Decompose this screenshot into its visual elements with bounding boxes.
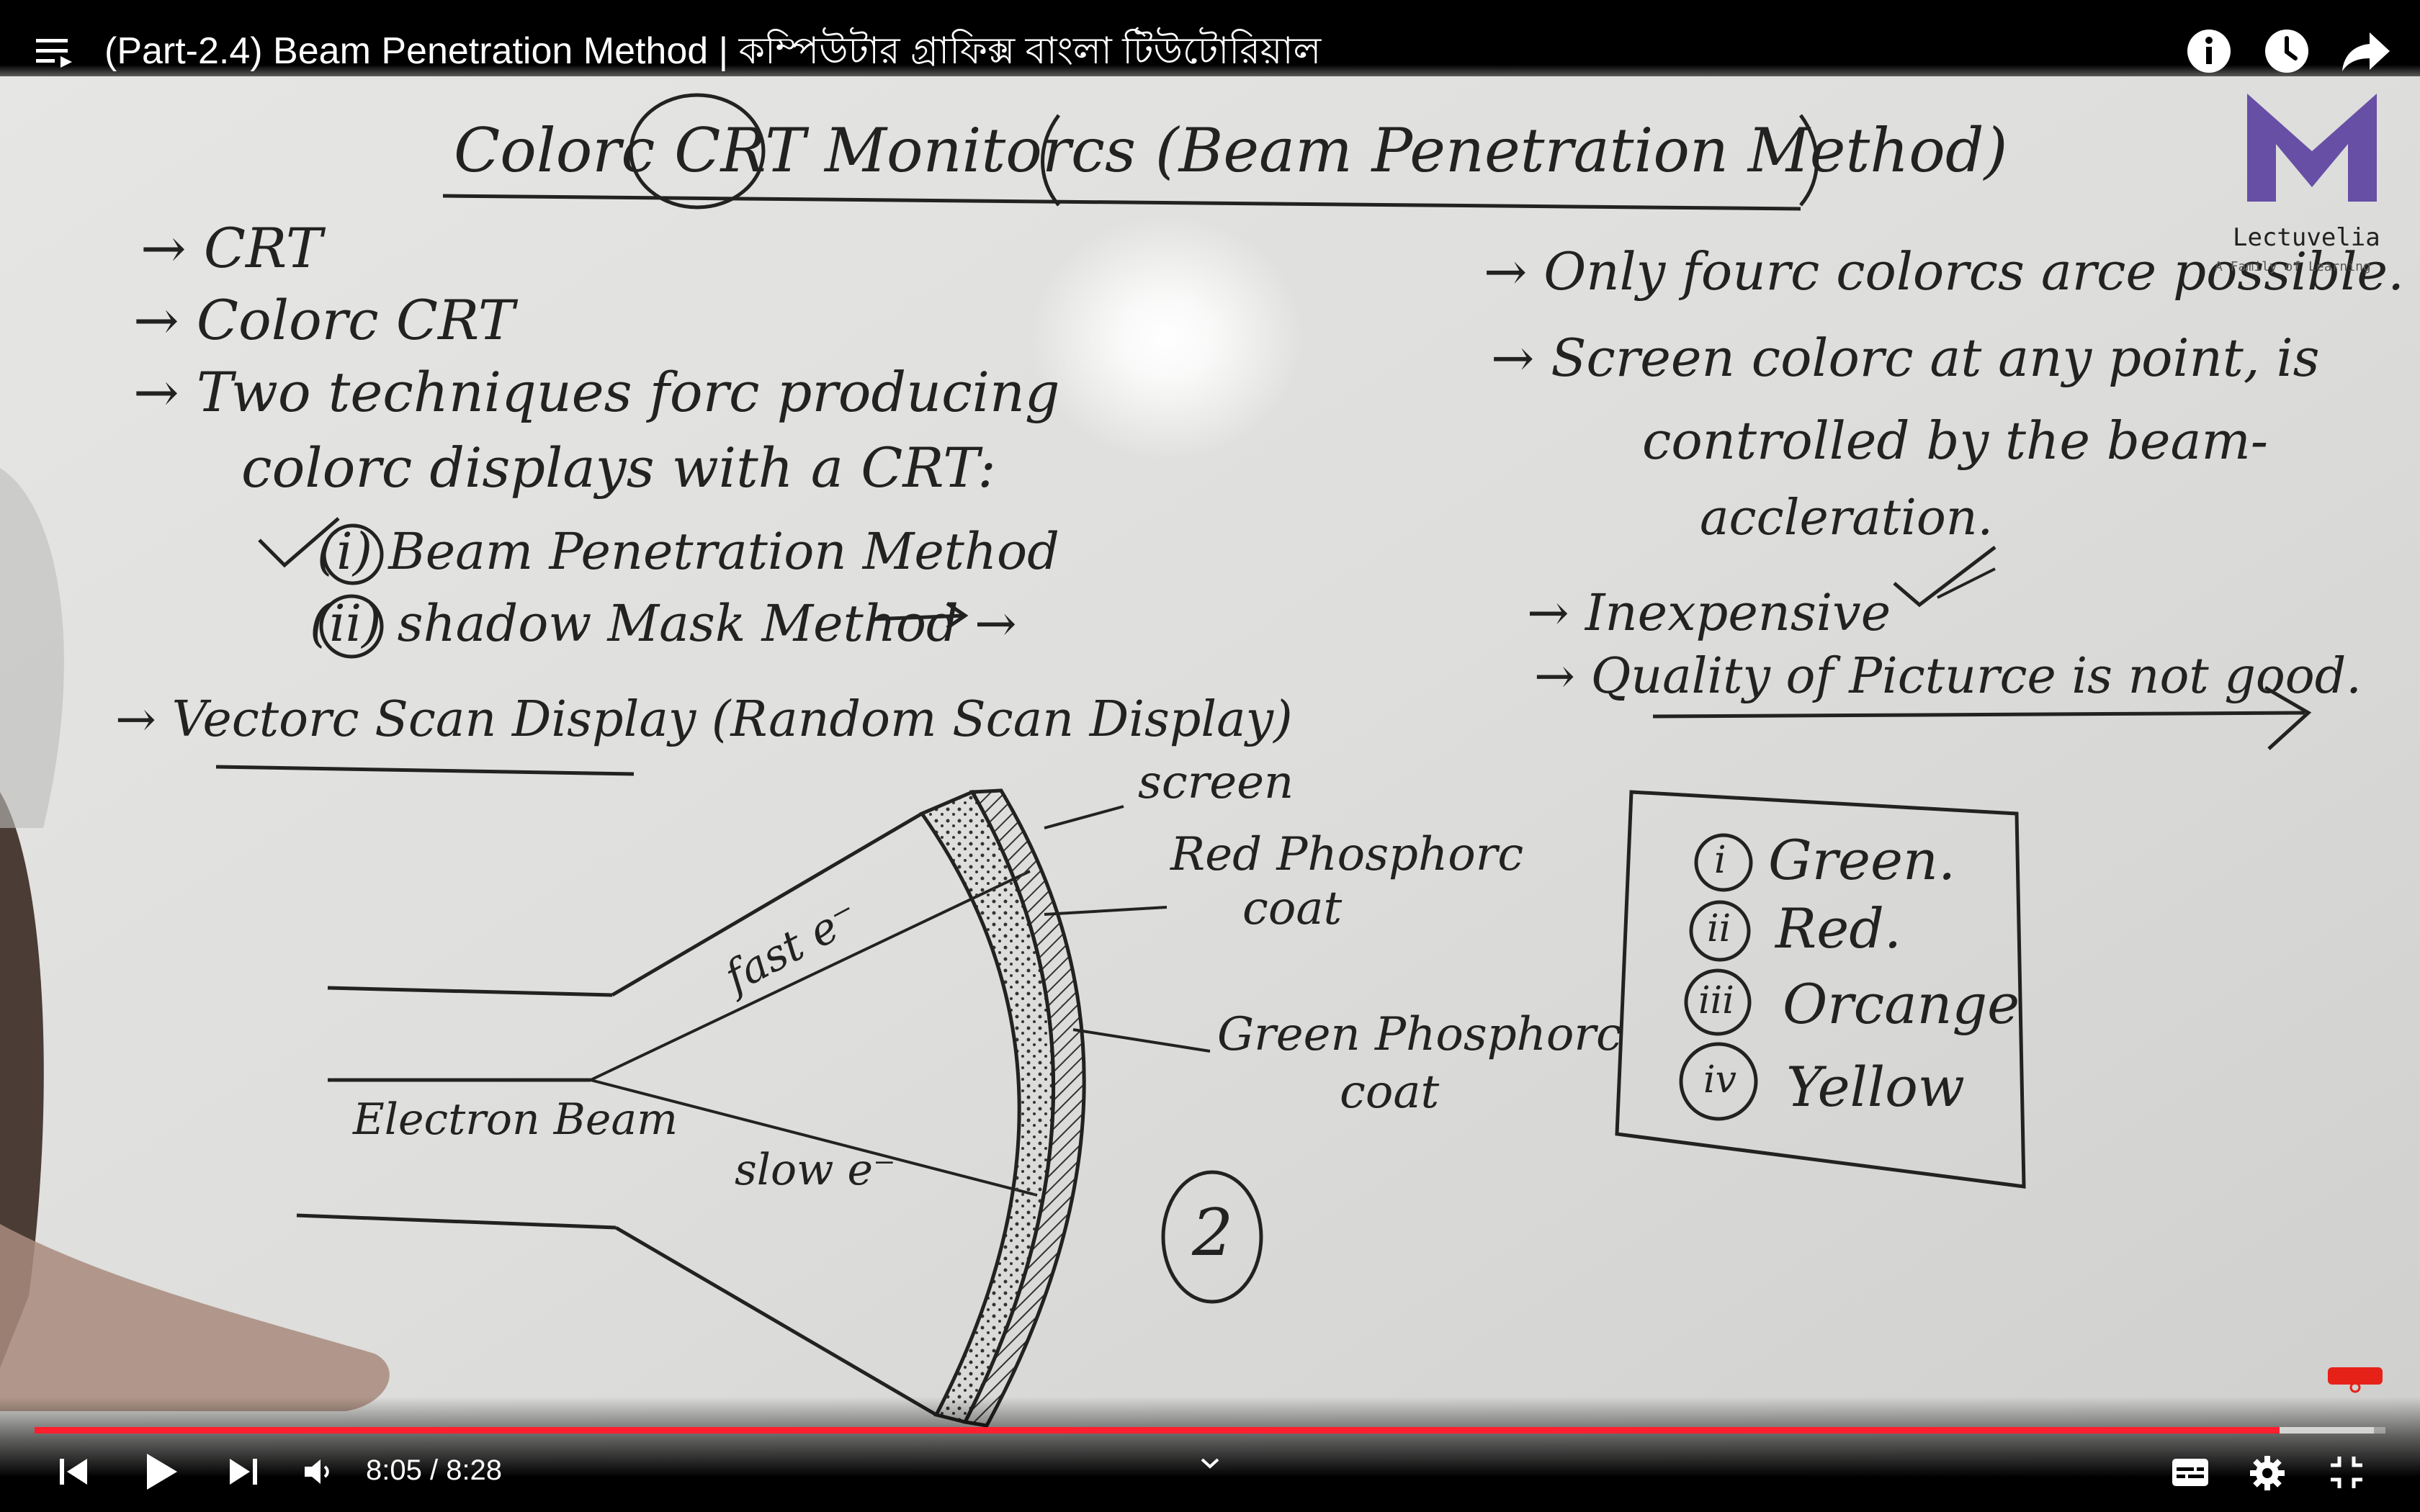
diagram-label-green-coat: coat (1340, 1066, 1440, 1119)
diagram-label-electron-beam: Electron Beam (353, 1094, 678, 1145)
right-note-screen-color: → Screen colorc at any point, is (1491, 328, 2320, 388)
right-note-controlled: controlled by the beam- (1642, 410, 2269, 471)
previous-icon (60, 1459, 87, 1485)
exit-fullscreen-icon (2331, 1457, 2362, 1488)
color-item-2-label: Red. (1775, 896, 1902, 960)
gear-icon (2250, 1456, 2285, 1490)
diagram-label-screen: screen (1138, 756, 1294, 809)
color-item-2-num: ii (1707, 907, 1731, 950)
clock-icon (2265, 30, 2308, 73)
board-heading: Colorc CRT Monitorcs (Beam Penetration M… (454, 115, 2008, 186)
channel-logo-name: Lectuvelia (2233, 223, 2380, 252)
share-button[interactable] (2337, 26, 2395, 76)
watch-later-button[interactable] (2262, 26, 2312, 76)
playlist-icon (36, 39, 72, 68)
playlist-button[interactable] (36, 35, 76, 71)
left-note-vector-scan: → Vectorc Scan Display (Random Scan Disp… (115, 691, 1293, 748)
diagram-label-red-coat: coat (1242, 882, 1343, 935)
left-note-crt: → CRT (140, 216, 323, 280)
right-note-quality: → Quality of Picturce is not good. (1534, 648, 2362, 705)
title-bar: (Part-2.4) Beam Penetration Method | কম্… (0, 0, 2420, 76)
color-item-4-label: Yellow (1786, 1055, 1965, 1119)
controls-background (0, 1397, 2420, 1512)
volume-icon (305, 1459, 329, 1484)
info-icon (2187, 30, 2231, 73)
play-icon (147, 1454, 177, 1490)
left-note-color-displays: colorc displays with a CRT: (241, 436, 996, 500)
right-note-inexpensive: → Inexpensive (1527, 583, 1891, 642)
share-icon (2342, 32, 2390, 71)
expand-chevron-button[interactable] (1196, 1453, 1224, 1475)
left-note-color-crt: → Colorc CRT (133, 288, 515, 352)
progress-bar[interactable] (35, 1427, 2385, 1434)
settings-button[interactable] (2247, 1453, 2287, 1493)
subtitles-icon (2172, 1459, 2208, 1486)
subtitles-button[interactable] (2169, 1456, 2211, 1489)
progress-played (35, 1427, 2280, 1434)
next-button[interactable] (225, 1454, 261, 1489)
right-note-acceleration: accleration. (1700, 490, 1994, 546)
volume-button[interactable] (301, 1454, 337, 1489)
color-item-1-num: i (1714, 839, 1726, 882)
diagram-page-number: 2 (1192, 1195, 1234, 1271)
left-note-two-techniques: → Two techniques forc producing (133, 360, 1060, 424)
color-item-1-label: Green. (1768, 828, 1956, 892)
diagram-label-green-phosphor: Green Phosphorc (1217, 1008, 1622, 1061)
time-display: 8:05 / 8:28 (366, 1454, 503, 1486)
info-button[interactable] (2184, 26, 2234, 76)
color-item-4-num: iv (1703, 1058, 1737, 1102)
exit-fullscreen-button[interactable] (2326, 1454, 2367, 1490)
chevron-down-icon (1201, 1458, 1219, 1469)
previous-button[interactable] (56, 1454, 92, 1489)
next-icon (230, 1459, 257, 1485)
video-title[interactable]: (Part-2.4) Beam Penetration Method | কম্… (104, 30, 1322, 72)
right-note-four-colors: → Only fourc colorcs arce possible. (1484, 241, 2404, 302)
subscribe-watermark[interactable] (2326, 1364, 2384, 1393)
channel-logo-tagline: A Family of Learning (2215, 259, 2371, 274)
color-item-3-label: Orcange (1783, 972, 2020, 1036)
play-button[interactable] (140, 1450, 181, 1493)
diagram-label-red-phosphor: Red Phosphorc (1170, 828, 1524, 881)
color-item-3-num: iii (1698, 979, 1734, 1022)
diagram-label-slow-electron: slow e⁻ (735, 1145, 896, 1195)
left-note-beam-penetration: (i) Beam Penetration Method (317, 522, 1059, 581)
left-note-shadow-mask: (ii) shadow Mask Method → (310, 594, 1017, 653)
subscribe-icon (2328, 1367, 2383, 1393)
